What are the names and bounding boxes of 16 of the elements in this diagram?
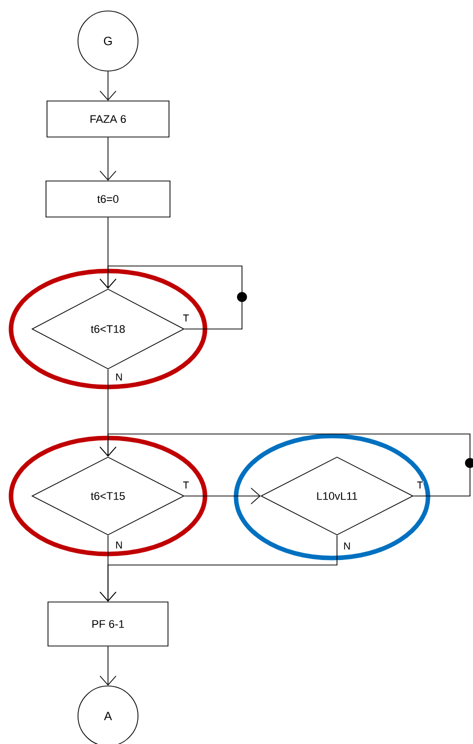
edge-label: N [114, 373, 124, 381]
edge-label: T [182, 481, 190, 489]
arrow [100, 266, 247, 330]
edge-label: T [416, 481, 424, 489]
edge-label: N [342, 542, 352, 550]
arrow [184, 488, 261, 504]
arrow [100, 71, 116, 101]
process-box: FAZA 6 [46, 100, 170, 138]
process-box: t6=0 [46, 180, 170, 218]
arrow [100, 434, 473, 496]
edge-label: T [182, 314, 190, 322]
edge-label: N [114, 541, 124, 549]
arrow [100, 137, 116, 181]
arrow [100, 646, 116, 686]
arrow [100, 535, 338, 602]
process-box: PF 6-1 [48, 602, 168, 646]
